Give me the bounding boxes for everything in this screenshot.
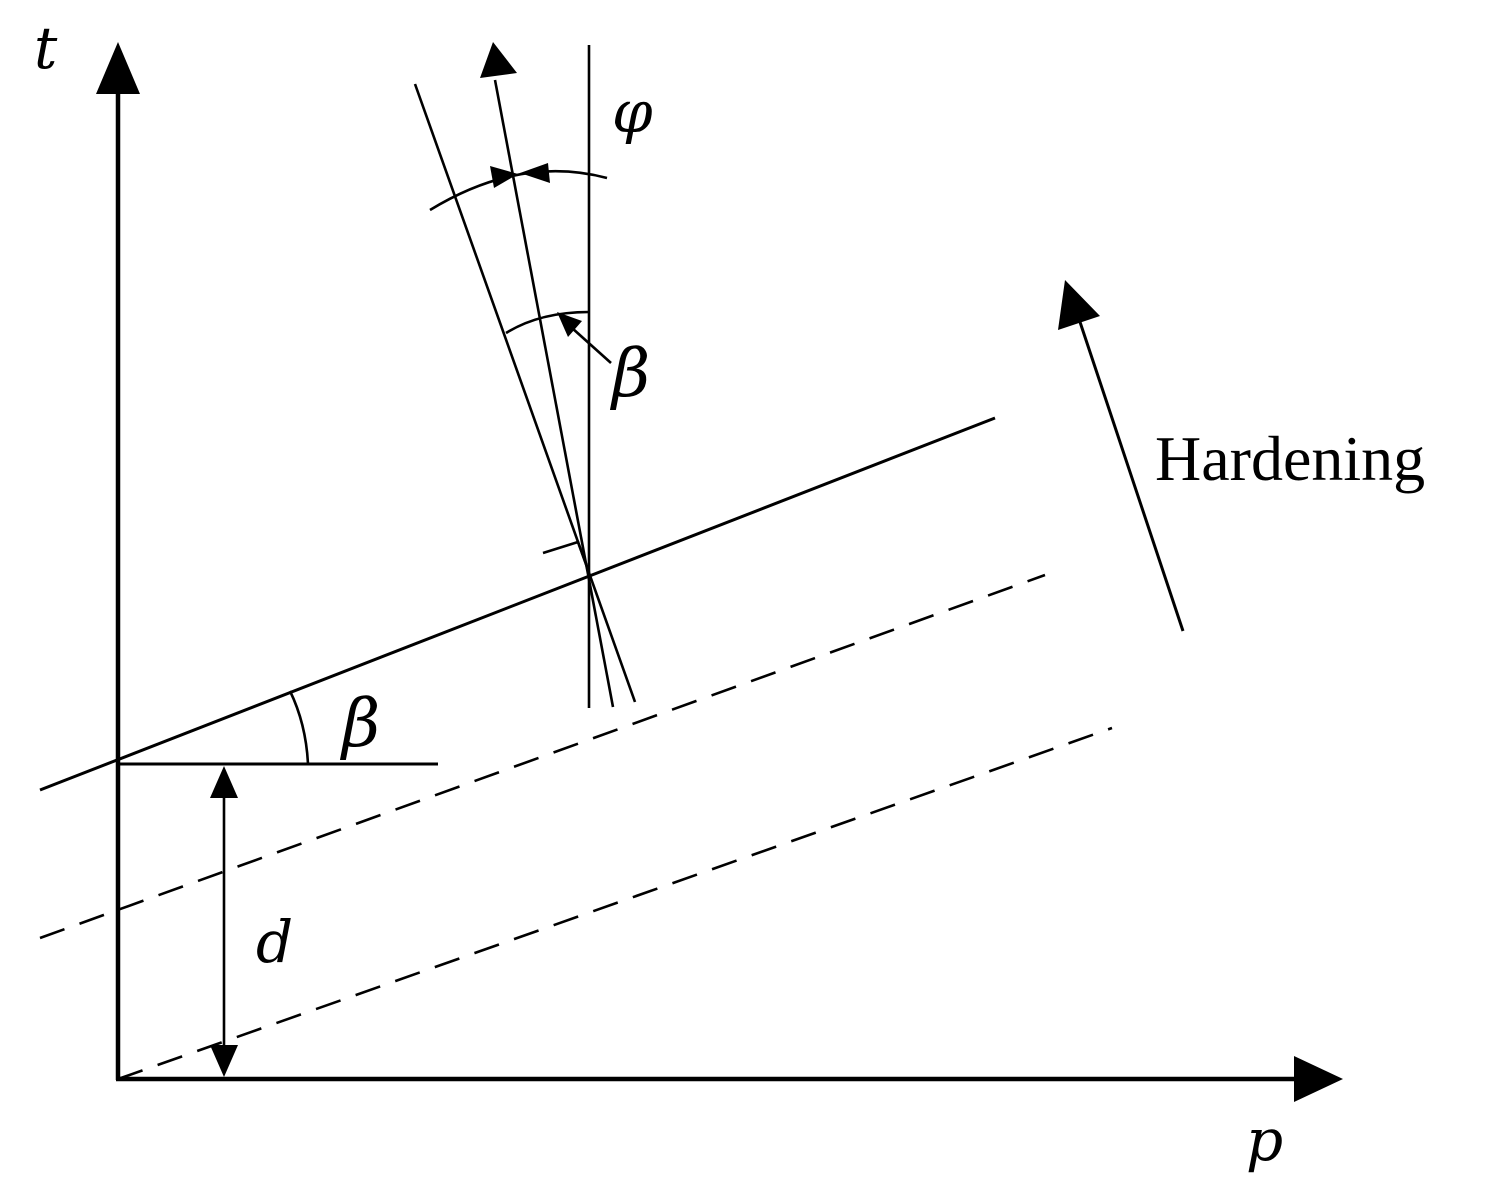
plastic-flow-direction-line <box>493 79 615 708</box>
beta-angle-marker-top <box>505 310 612 364</box>
p-axis-arrowhead <box>1294 1056 1343 1102</box>
d-dimension <box>210 766 238 1077</box>
beta-leader-line <box>571 327 612 364</box>
p-axis-label: p <box>1246 1106 1283 1174</box>
beta-angle-arc-bottom <box>288 690 310 765</box>
phi-arc-arrowhead-left <box>490 166 518 188</box>
phi-arc-arrowhead-right <box>520 163 550 183</box>
t-axis-label: t <box>34 14 58 82</box>
hardening-arrow-shaft <box>1076 315 1185 632</box>
hardening-label: Hardening <box>1155 423 1425 494</box>
right-angle-marker <box>542 540 591 573</box>
plastic-flow-arrowhead <box>480 42 517 78</box>
beta-angle-arc-top <box>505 310 590 335</box>
yield-line-intermediate <box>39 573 1046 940</box>
phi-label: φ <box>612 78 653 146</box>
d-bottom-arrowhead <box>210 1045 238 1077</box>
hardening-arrow <box>1058 280 1185 632</box>
beta-label-bottom: β <box>339 685 380 762</box>
d-top-arrowhead <box>210 766 238 798</box>
yield-line-initial <box>117 726 1113 1081</box>
beta-leader-arrowhead <box>557 312 582 337</box>
hardening-arrowhead <box>1058 280 1100 330</box>
normal-construction <box>413 42 637 708</box>
yield-surface-normal-line <box>413 83 637 703</box>
phi-angle-arc <box>429 169 608 212</box>
beta-label-top: β <box>609 335 650 412</box>
axes <box>96 42 1343 1102</box>
t-axis-arrowhead <box>96 42 140 94</box>
yield-line-current <box>39 416 996 792</box>
phi-angle-marker <box>429 163 608 212</box>
d-label: d <box>256 908 293 976</box>
